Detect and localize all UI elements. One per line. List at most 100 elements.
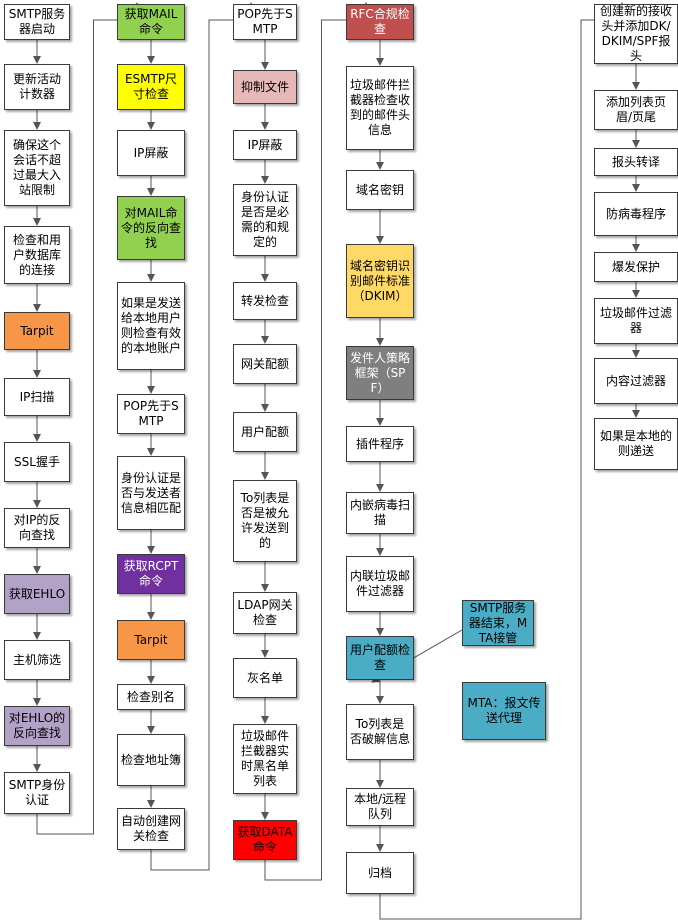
step-4-4-label: 域名密钥识别邮件标准（DKIM） [350,258,411,303]
step-4-6: 插件程序 [346,426,414,462]
step-4-2-label: 垃圾邮件拦截器检查收到的邮件头信息 [350,78,411,137]
step-3-8-label: To列表是否是被允许发送到的 [240,491,290,550]
step-1-6: IP扫描 [4,378,70,416]
step-2-2: ESMTP尺寸检查 [117,64,185,110]
step-2-2-label: ESMTP尺寸检查 [124,72,178,101]
step-4-12: 归档 [346,852,414,894]
step-3-2: 抑制文件 [233,70,297,104]
step-4-12-label: 归档 [367,865,392,880]
step-1-4-label: 检查和用户数据库的连接 [12,232,61,277]
step-4-11: 本地/远程队列 [346,788,414,826]
step-3-5-label: 转发检查 [240,293,289,308]
step-5-2-label: 添加列表页眉/页尾 [605,95,666,124]
step-5-3-label: 报头转译 [611,154,660,169]
step-1-5: Tarpit [4,312,70,350]
step-1-5-label: Tarpit [20,323,54,338]
step-3-12-label: 获取DATA命令 [237,825,293,854]
step-1-6-label: IP扫描 [19,389,55,404]
step-1-12: SMTP身份认证 [4,772,70,814]
step-1-9: 获取EHLO [4,574,70,614]
step-4-6-label: 插件程序 [355,436,404,451]
step-2-3-label: IP屏蔽 [133,145,169,160]
step-3-10: 灰名单 [233,658,297,698]
step-2-12: 自动创建网关检查 [117,808,185,850]
step-4-3-label: 域名密钥 [355,182,404,197]
step-2-5-label: 如果是发送给本地用户则检查有效的本地账户 [121,296,182,355]
step-5-3: 报头转译 [594,148,678,176]
step-2-6: POP先于SMTP [117,394,185,434]
step-5-6: 垃圾邮件过滤器 [594,298,678,344]
step-4-7: 内嵌病毒扫描 [346,492,414,534]
step-3-5: 转发检查 [233,282,297,320]
step-5-8-label: 如果是本地的则递送 [599,429,672,458]
step-2-3: IP屏蔽 [117,130,185,176]
step-1-12-label: SMTP身份认证 [8,778,66,807]
step-3-1-label: POP先于SMTP [237,7,293,36]
step-3-6: 网关配额 [233,344,297,384]
step-1-10: 主机筛选 [4,640,70,680]
step-1-11: 对EHLO的反向查找 [4,706,70,746]
step-2-1-label: 获取MAIL命令 [124,7,178,36]
step-2-9: Tarpit [117,620,185,660]
step-2-10-label: 检查别名 [126,689,175,704]
step-2-1: 获取MAIL命令 [117,4,185,40]
step-5-1: 创建新的接收头并添加DK/DKIM/SPF报头 [594,4,678,64]
step-1-7: SSL握手 [4,442,70,482]
side-note-2-label: MTA：报文传送代理 [467,696,541,725]
step-3-8: To列表是否是被允许发送到的 [233,480,297,562]
step-3-11-label: 垃圾邮件拦截器实时黑名单列表 [240,729,289,788]
step-3-4-label: 身份认证是否是必需的和规定的 [240,190,289,249]
side-note-1: SMTP服务器结束，MTA接管 [462,600,534,646]
step-5-6-label: 垃圾邮件过滤器 [599,306,672,335]
step-2-8-label: 获取RCPT命令 [123,559,179,588]
step-1-10-label: 主机筛选 [12,652,61,667]
step-5-1-label: 创建新的接收头并添加DK/DKIM/SPF报头 [599,4,672,63]
step-3-1: POP先于SMTP [233,4,297,40]
step-4-9: 用户配额检查 [346,636,414,680]
step-4-5: 发件人策略框架（SPF） [346,346,414,400]
step-2-8: 获取RCPT命令 [117,554,185,594]
step-4-1: RFC合规检查 [346,4,414,40]
step-4-7-label: 内嵌病毒扫描 [350,498,411,527]
step-4-10: To列表是否破解信息 [346,704,414,760]
step-4-2: 垃圾邮件拦截器检查收到的邮件头信息 [346,66,414,150]
step-3-9-label: LDAP网关检查 [237,598,293,627]
step-4-5-label: 发件人策略框架（SPF） [350,350,411,395]
step-3-6-label: 网关配额 [240,356,289,371]
step-5-5: 爆发保护 [594,252,678,282]
step-1-4: 检查和用户数据库的连接 [4,226,70,284]
step-1-1: SMTP服务器启动 [4,4,70,40]
step-4-11-label: 本地/远程队列 [353,792,407,821]
step-4-3: 域名密钥 [346,170,414,210]
step-1-7-label: SSL握手 [14,454,60,469]
step-5-8: 如果是本地的则递送 [594,418,678,470]
step-4-9-label: 用户配额检查 [350,643,411,672]
step-3-7-label: 用户配额 [240,424,289,439]
step-5-5-label: 爆发保护 [611,259,660,274]
step-5-4-label: 防病毒程序 [605,206,666,221]
step-2-6-label: POP先于SMTP [123,399,179,428]
step-4-8-label: 内联垃圾邮件过滤器 [350,569,411,598]
step-3-10-label: 灰名单 [246,670,283,685]
step-2-11: 检查地址簿 [117,734,185,786]
step-4-4: 域名密钥识别邮件标准（DKIM） [346,244,414,318]
step-3-11: 垃圾邮件拦截器实时黑名单列表 [233,724,297,794]
step-5-7-label: 内容过滤器 [605,373,666,388]
side-note-1-label: SMTP服务器结束，MTA接管 [468,600,528,645]
step-3-12: 获取DATA命令 [233,820,297,860]
step-5-2: 添加列表页眉/页尾 [594,90,678,130]
step-1-8-label: 对IP的反向查找 [13,513,61,542]
step-1-8: 对IP的反向查找 [4,508,70,548]
step-1-3-label: 确保这个会话不超过最大入站限制 [12,138,61,197]
step-3-7: 用户配额 [233,412,297,452]
step-4-1-label: RFC合规检查 [350,7,410,36]
step-3-3: IP屏蔽 [233,130,297,160]
step-5-4: 防病毒程序 [594,192,678,236]
step-3-3-label: IP屏蔽 [247,137,283,152]
step-3-2-label: 抑制文件 [240,79,289,94]
step-1-11-label: 对EHLO的反向查找 [8,711,66,740]
step-2-5: 如果是发送给本地用户则检查有效的本地账户 [117,282,185,370]
step-5-7: 内容过滤器 [594,358,678,404]
step-2-4-label: 对MAIL命令的反向查找 [121,205,182,250]
step-2-12-label: 自动创建网关检查 [121,814,182,843]
